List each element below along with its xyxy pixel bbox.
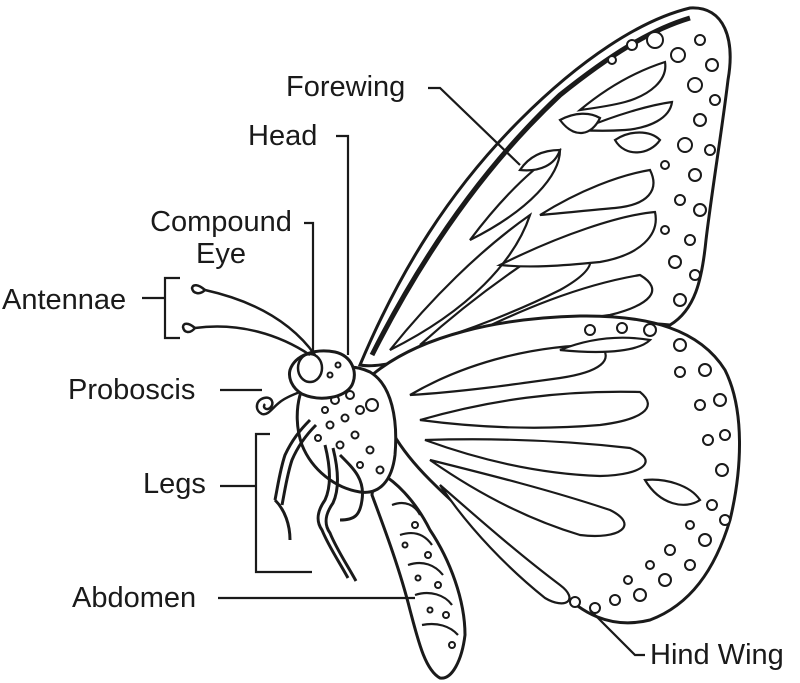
hind-wing-label: Hind Wing [650, 639, 784, 671]
head-shape [288, 349, 356, 400]
legs-label: Legs [143, 468, 206, 500]
abdomen-label: Abdomen [72, 582, 197, 614]
antennae-label: Antennae [2, 284, 127, 316]
legs-shape [273, 418, 365, 582]
compound-eye-label-line1: Compound [150, 206, 292, 238]
hindwing-shape [370, 314, 741, 625]
proboscis-shape [255, 390, 301, 416]
head-label: Head [248, 120, 318, 152]
forewing-label: Forewing [286, 71, 406, 103]
antennae-shape [181, 284, 317, 357]
abdomen-shape [370, 467, 467, 680]
forewing-shape [357, 6, 732, 368]
compound-eye-label-line2: Eye [196, 238, 246, 270]
leader-lines [142, 86, 645, 657]
proboscis-label: Proboscis [68, 374, 196, 406]
